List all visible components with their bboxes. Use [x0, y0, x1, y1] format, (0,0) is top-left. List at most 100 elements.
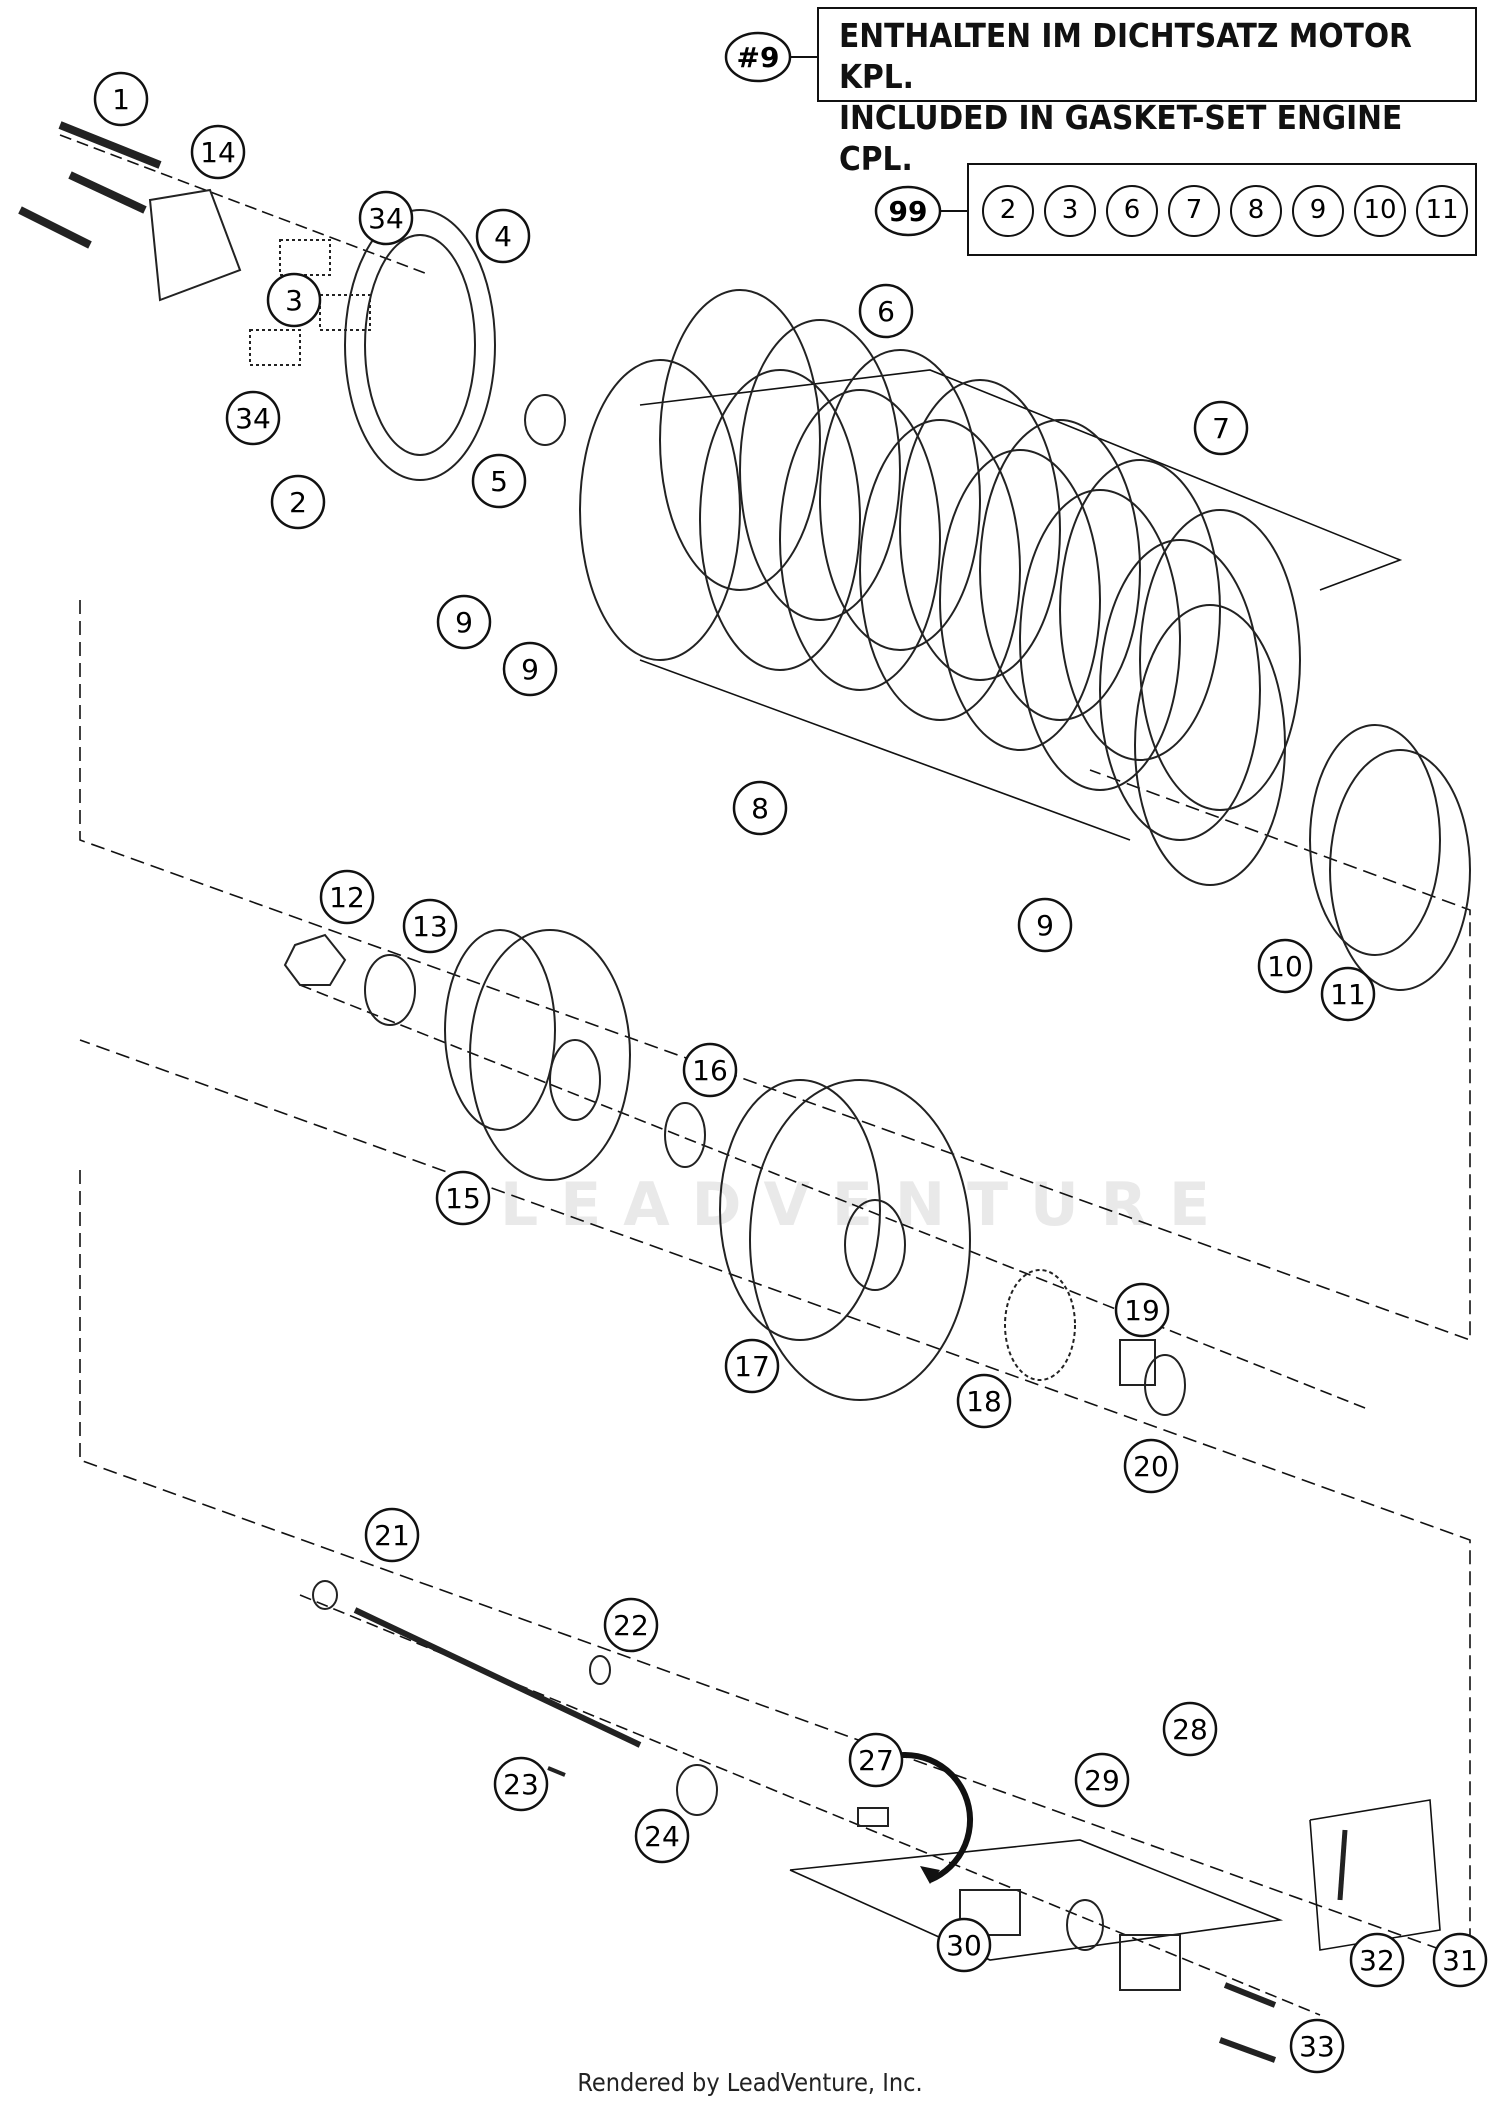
callout-circle: [682, 1042, 738, 1098]
callout-number: 27: [858, 1744, 894, 1777]
callout-number: 6: [877, 295, 895, 328]
callout-circle: [732, 780, 788, 836]
callout-circle: [634, 1808, 690, 1864]
callout-number: 4: [494, 220, 512, 253]
callout-circle: [1074, 1752, 1130, 1808]
spring-part: [279, 239, 331, 276]
callout-circle: [436, 594, 492, 650]
ring-part: [1309, 724, 1441, 956]
release-shaft-part: [959, 1889, 1021, 1936]
push-rod-head-part: [312, 1580, 338, 1610]
callout-number: 18: [966, 1385, 1002, 1418]
pin-part: [547, 1766, 566, 1777]
callout-circle: [956, 1373, 1012, 1429]
callout-circle: [1162, 1701, 1218, 1757]
callout-number: 1: [112, 83, 130, 116]
dashed-frame-lower: [79, 1039, 1471, 1962]
callout-number: 32: [1359, 1944, 1395, 1977]
bolt-2: [68, 171, 147, 214]
callout-circle: [93, 71, 149, 127]
callout-circle: [1017, 897, 1073, 953]
callout-circle: [848, 1732, 904, 1788]
callout-circle: [1114, 1282, 1170, 1338]
seal-ring-part: [589, 1655, 611, 1685]
callout-number: 28: [1172, 1713, 1208, 1746]
callout-number: 23: [503, 1768, 539, 1801]
group-lines-plates-2: [639, 659, 1131, 841]
callout-circle: [1123, 1438, 1179, 1494]
callout-number: 34: [235, 402, 271, 435]
callout-number: 30: [946, 1929, 982, 1962]
dashed-frame-upper: [79, 600, 1471, 1342]
washer-part: [364, 954, 416, 1026]
callout-number: 19: [1124, 1294, 1160, 1327]
callout-circle: [364, 1507, 420, 1563]
callout-circle: [1349, 1932, 1405, 1988]
nut-part: [283, 933, 347, 986]
footer-credit: Rendered by LeadVenture, Inc.: [577, 2068, 923, 2097]
callout-number: 29: [1084, 1764, 1120, 1797]
callout-circle: [435, 1170, 491, 1226]
pin-27-part: [857, 1807, 889, 1827]
callout-number: 21: [374, 1519, 410, 1552]
thrust-washer-part: [664, 1102, 706, 1168]
set-item-10: 10: [1354, 185, 1406, 237]
callout-number: 5: [490, 465, 508, 498]
callout-number: 7: [1212, 412, 1230, 445]
bearing-24-part: [676, 1764, 718, 1816]
callout-number: 24: [644, 1820, 680, 1853]
set-item-11: 11: [1416, 185, 1468, 237]
callout-number: 14: [200, 136, 236, 169]
bolt-1: [58, 121, 162, 169]
callout-circle: [190, 124, 246, 180]
set-ref-label: 99: [889, 195, 928, 228]
callout-number: 12: [329, 881, 365, 914]
callout-circle: [1320, 966, 1376, 1022]
note-line-1: ENTHALTEN IM DICHTSATZ MOTOR KPL.: [839, 16, 1412, 96]
note-line-2: INCLUDED IN GASKET-SET ENGINE CPL.: [839, 98, 1403, 178]
push-rod-part: [353, 1607, 642, 1748]
bracket-31: [1309, 1799, 1441, 1951]
callout-circle: [858, 283, 914, 339]
callout-circle: [319, 869, 375, 925]
rotation-arrow: [878, 1752, 973, 1883]
callout-circle: [471, 453, 527, 509]
callout-circle: [936, 1917, 992, 1973]
callout-circle: [1289, 2018, 1345, 2074]
group-lines-plates: [639, 369, 1403, 591]
callout-circle: [603, 1597, 659, 1653]
callout-circle: [225, 390, 281, 446]
callout-number: 33: [1299, 2030, 1335, 2063]
callout-number: 10: [1267, 950, 1303, 983]
axis-line-1: [59, 134, 431, 276]
set-item-8: 8: [1230, 185, 1282, 237]
callout-number: 9: [1036, 909, 1054, 942]
callout-number: 13: [412, 910, 448, 943]
inner-hub-part: [469, 929, 631, 1181]
callout-number: 11: [1330, 978, 1366, 1011]
callout-circle: [1257, 938, 1313, 994]
set-item-2: 2: [982, 185, 1034, 237]
bracket-28: [789, 1839, 1284, 1961]
axis-line-2: [299, 984, 1371, 1411]
callout-number: 20: [1133, 1450, 1169, 1483]
callout-circle: [358, 190, 414, 246]
callout-circle: [402, 898, 458, 954]
set-item-9: 9: [1292, 185, 1344, 237]
callout-number: 15: [445, 1182, 481, 1215]
callout-circle: [1193, 400, 1249, 456]
gear-part: [1004, 1269, 1076, 1381]
callout-circle: [475, 208, 531, 264]
callout-number: 34: [368, 202, 404, 235]
callout-number: 17: [734, 1350, 770, 1383]
needle-bearing-part: [1119, 1339, 1156, 1386]
screw-part: [1223, 1982, 1277, 2008]
callout-circle: [502, 641, 558, 697]
pressure-plate-part: [344, 209, 496, 481]
set-item-7: 7: [1168, 185, 1220, 237]
callout-number: 3: [285, 284, 303, 317]
spring-plate-part: [148, 188, 242, 302]
gasket-note-box: ENTHALTEN IM DICHTSATZ MOTOR KPL. INCLUD…: [817, 7, 1477, 178]
callout-number: 16: [692, 1054, 728, 1087]
